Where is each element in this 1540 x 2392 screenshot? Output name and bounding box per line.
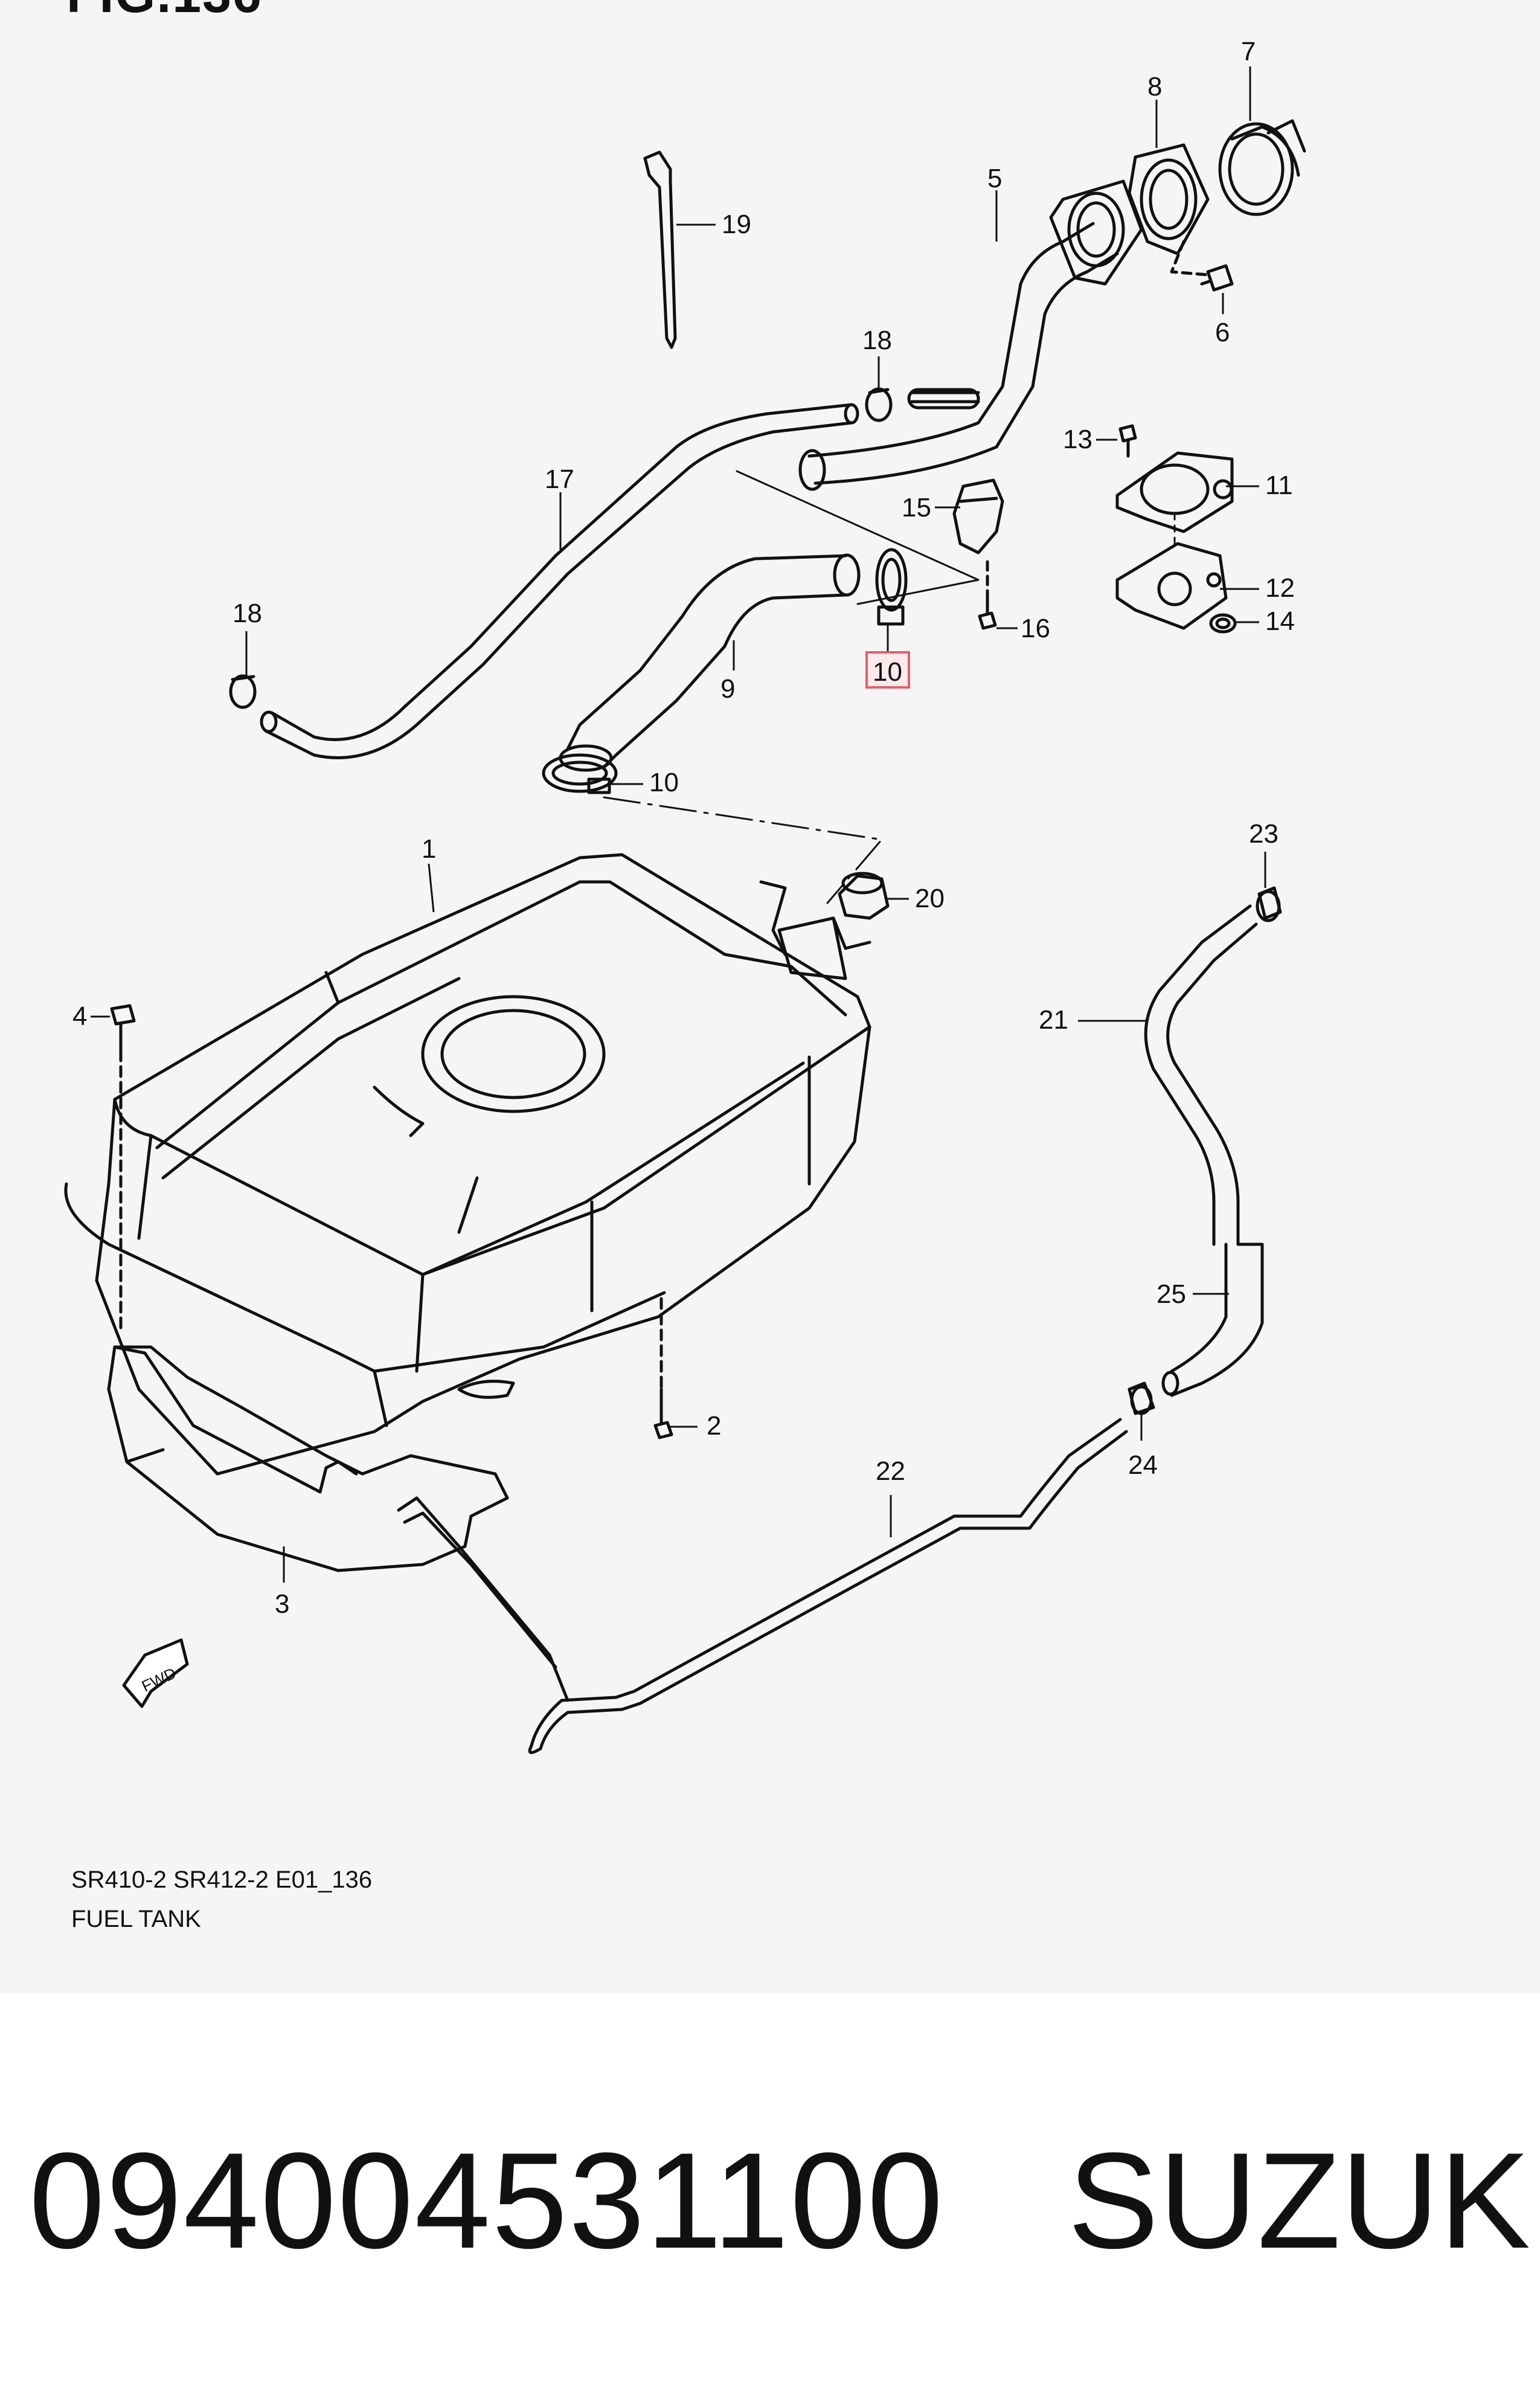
callout-19: 19	[676, 210, 751, 239]
fuel-tank-exploded-diagram: FWD 1 2 3 4 5	[64, 37, 1306, 1754]
callout-1: 1	[422, 834, 436, 913]
svg-text:24: 24	[1128, 1450, 1158, 1480]
svg-text:6: 6	[1215, 318, 1230, 347]
breather-hose-part	[260, 403, 859, 759]
svg-text:16: 16	[1021, 614, 1050, 643]
diagram-sheet: FIG.136	[64, 0, 1306, 1932]
filler-neck-part	[798, 179, 1143, 491]
callout-9: 9	[720, 640, 735, 704]
filler-cap-20-part	[832, 872, 890, 950]
clamp-24-part	[1128, 1381, 1155, 1415]
callout-13: 13	[1063, 425, 1117, 454]
callout-22: 22	[876, 1456, 905, 1537]
callout-20: 20	[885, 884, 945, 913]
svg-text:17: 17	[545, 465, 574, 494]
svg-text:23: 23	[1249, 819, 1279, 849]
callout-7: 7	[1241, 37, 1256, 121]
callout-3: 3	[275, 1546, 289, 1619]
callout-4: 4	[72, 1001, 110, 1031]
svg-text:7: 7	[1241, 37, 1256, 66]
svg-text:22: 22	[876, 1456, 905, 1486]
screw-13-part	[1118, 424, 1137, 458]
svg-text:19: 19	[722, 210, 751, 239]
svg-text:14: 14	[1265, 606, 1295, 636]
cable-tie-part	[643, 150, 677, 349]
callout-12: 12	[1220, 573, 1295, 603]
nut-14-part	[1209, 613, 1237, 634]
callout-6: 6	[1215, 293, 1230, 347]
svg-text:1: 1	[422, 834, 436, 864]
bolt-16-part	[978, 560, 997, 630]
svg-text:18: 18	[862, 326, 892, 355]
diagram-name-caption: FUEL TANK	[71, 1906, 201, 1932]
callout-8: 8	[1147, 72, 1162, 148]
screw-6-part	[1170, 240, 1234, 292]
part-number: 094004531100	[29, 2124, 945, 2277]
footer-bar	[0, 1993, 1540, 2392]
svg-text:10: 10	[649, 768, 679, 797]
tank-protector-part	[107, 1345, 509, 1572]
svg-text:12: 12	[1265, 573, 1295, 603]
callout-18-upper: 18	[862, 326, 892, 390]
svg-text:9: 9	[720, 674, 735, 704]
svg-text:20: 20	[915, 884, 945, 913]
callout-2: 2	[667, 1411, 721, 1441]
hose-clip-15-part	[952, 478, 1004, 555]
callout-21: 21	[1039, 1005, 1147, 1035]
filler-hose-part	[559, 553, 861, 772]
svg-text:13: 13	[1063, 425, 1092, 454]
clamp-18-lower-part	[229, 674, 257, 709]
svg-text:15: 15	[902, 493, 931, 522]
fwd-arrow-icon: FWD	[122, 1638, 189, 1708]
callout-23: 23	[1249, 819, 1279, 888]
svg-text:21: 21	[1039, 1005, 1068, 1035]
evap-hose-21-part	[1144, 904, 1258, 1246]
callout-18-lower: 18	[233, 599, 262, 677]
filler-bracket-12-part	[1115, 542, 1228, 630]
svg-text:4: 4	[72, 1001, 87, 1031]
diagram-code-caption: SR410-2 SR412-2 E01_136	[71, 1866, 373, 1893]
callout-10: 10	[610, 768, 679, 797]
svg-text:3: 3	[275, 1589, 289, 1619]
callout-5: 5	[987, 164, 1002, 242]
screw-4-part	[110, 1004, 136, 1331]
filler-cap-gasket-part	[1128, 143, 1210, 256]
bolt-2-part	[653, 1297, 673, 1439]
callout-17: 17	[545, 465, 574, 550]
figure-title: FIG.136	[66, 0, 263, 25]
callout-11: 11	[1226, 471, 1293, 500]
callout-25: 25	[1157, 1279, 1229, 1309]
callout-24: 24	[1128, 1413, 1158, 1480]
fuel-pipe-22-part	[397, 1418, 1128, 1754]
svg-text:18: 18	[233, 599, 262, 628]
svg-text:25: 25	[1157, 1279, 1186, 1309]
svg-text:5: 5	[987, 164, 1002, 193]
callout-15: 15	[902, 493, 960, 522]
clamp-23-part	[1256, 886, 1282, 922]
callout-16: 16	[996, 614, 1050, 643]
svg-text:2: 2	[707, 1411, 721, 1441]
clamp-18-upper-part	[865, 387, 893, 422]
svg-text:8: 8	[1147, 72, 1162, 101]
fuel-tank-part	[64, 853, 871, 1476]
hose-clamp-lower-part	[542, 753, 618, 794]
callout-10-highlighted[interactable]: 10	[865, 625, 910, 689]
evap-hose-25-part	[1161, 1243, 1264, 1397]
assembly-leader-lines	[603, 470, 1176, 904]
svg-text:10: 10	[873, 657, 902, 687]
fuel-cap-part	[1218, 119, 1306, 216]
svg-text:11: 11	[1265, 471, 1293, 500]
brand-name: SUZUKI	[1068, 2124, 1540, 2277]
hose-clamp-upper-part	[875, 548, 908, 626]
callout-14: 14	[1235, 606, 1295, 636]
